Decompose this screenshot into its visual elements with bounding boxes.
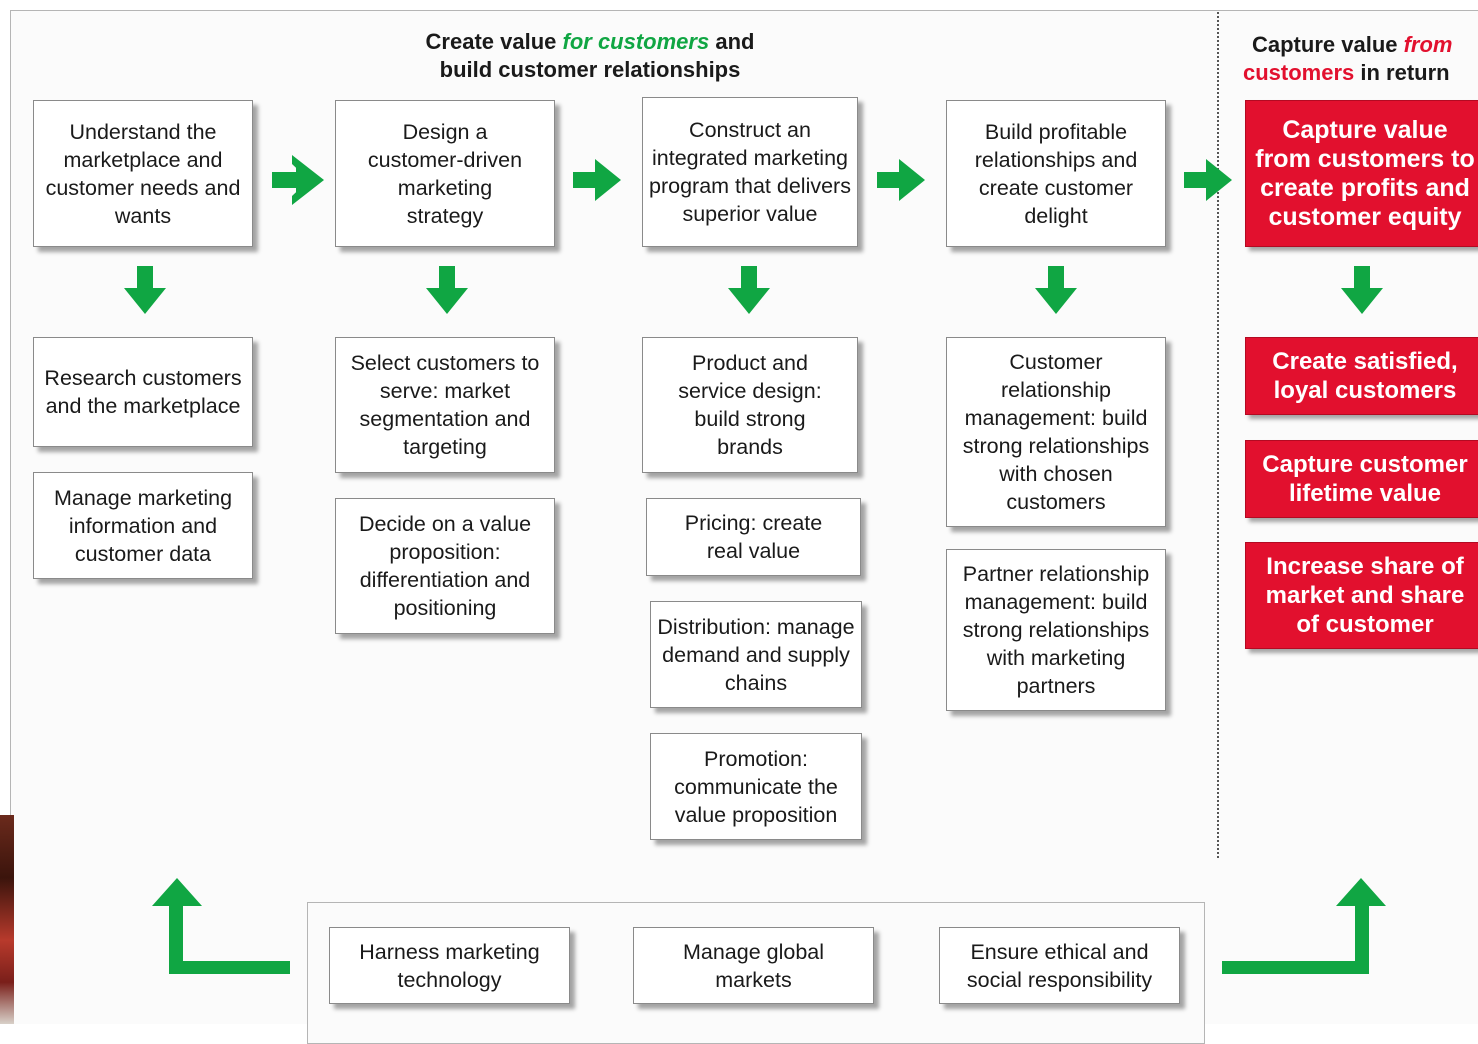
arrow-down-icon	[426, 266, 468, 314]
step-capture-value: Capture value from customers to create p…	[1245, 100, 1478, 247]
arrow-down-icon	[1035, 266, 1077, 314]
ethical-responsibility-box: Ensure ethical and social responsibility	[939, 927, 1180, 1004]
research-customers-box: Research customers and the marketplace	[33, 337, 253, 447]
satisfied-customers-box: Create satisfied, loyal customers	[1245, 337, 1478, 415]
arrow-down-icon	[1341, 266, 1383, 314]
share-of-market-box: Increase share of market and share of cu…	[1245, 542, 1478, 649]
photo-edge-decoration	[0, 815, 14, 1024]
product-design-box: Product and service design: build strong…	[642, 337, 858, 473]
heading-create-value: Create value for customers and build cus…	[425, 29, 755, 82]
step-understand-marketplace: Understand the marketplace and customer …	[33, 100, 253, 247]
arrow-down-icon	[728, 266, 770, 314]
promotion-box: Promotion: communicate the value proposi…	[650, 733, 862, 840]
arrow-right-icon	[1184, 159, 1232, 201]
heading-capture-value: Capture value from customers in return	[1243, 32, 1453, 85]
partner-relationship-management-box: Partner relationship management: build s…	[946, 549, 1166, 711]
customer-relationship-management-box: Customer relationship management: build …	[946, 337, 1166, 527]
step-construct-program: Construct an integrated marketing progra…	[642, 97, 858, 247]
arrow-right-icon	[877, 159, 925, 201]
arrow-right-icon	[573, 159, 621, 201]
harness-technology-box: Harness marketing technology	[329, 927, 570, 1004]
select-customers-box: Select customers to serve: market segmen…	[335, 337, 555, 473]
pricing-box: Pricing: create real value	[646, 498, 861, 576]
arrow-up-left-icon	[152, 878, 290, 974]
value-proposition-box: Decide on a value proposition: different…	[335, 498, 555, 634]
lifetime-value-box: Capture customer lifetime value	[1245, 440, 1478, 518]
arrow-down-icon	[124, 266, 166, 314]
step-design-strategy: Design a customer-driven marketing strat…	[335, 100, 555, 247]
distribution-box: Distribution: manage demand and supply c…	[650, 601, 862, 708]
manage-global-markets-box: Manage global markets	[633, 927, 874, 1004]
step-build-relationships: Build profitable relationships and creat…	[946, 100, 1166, 247]
arrow-up-right-icon	[1222, 878, 1386, 974]
section-divider	[1217, 12, 1219, 858]
arrow-right-icon	[272, 155, 324, 205]
manage-information-box: Manage marketing information and custome…	[33, 472, 253, 579]
